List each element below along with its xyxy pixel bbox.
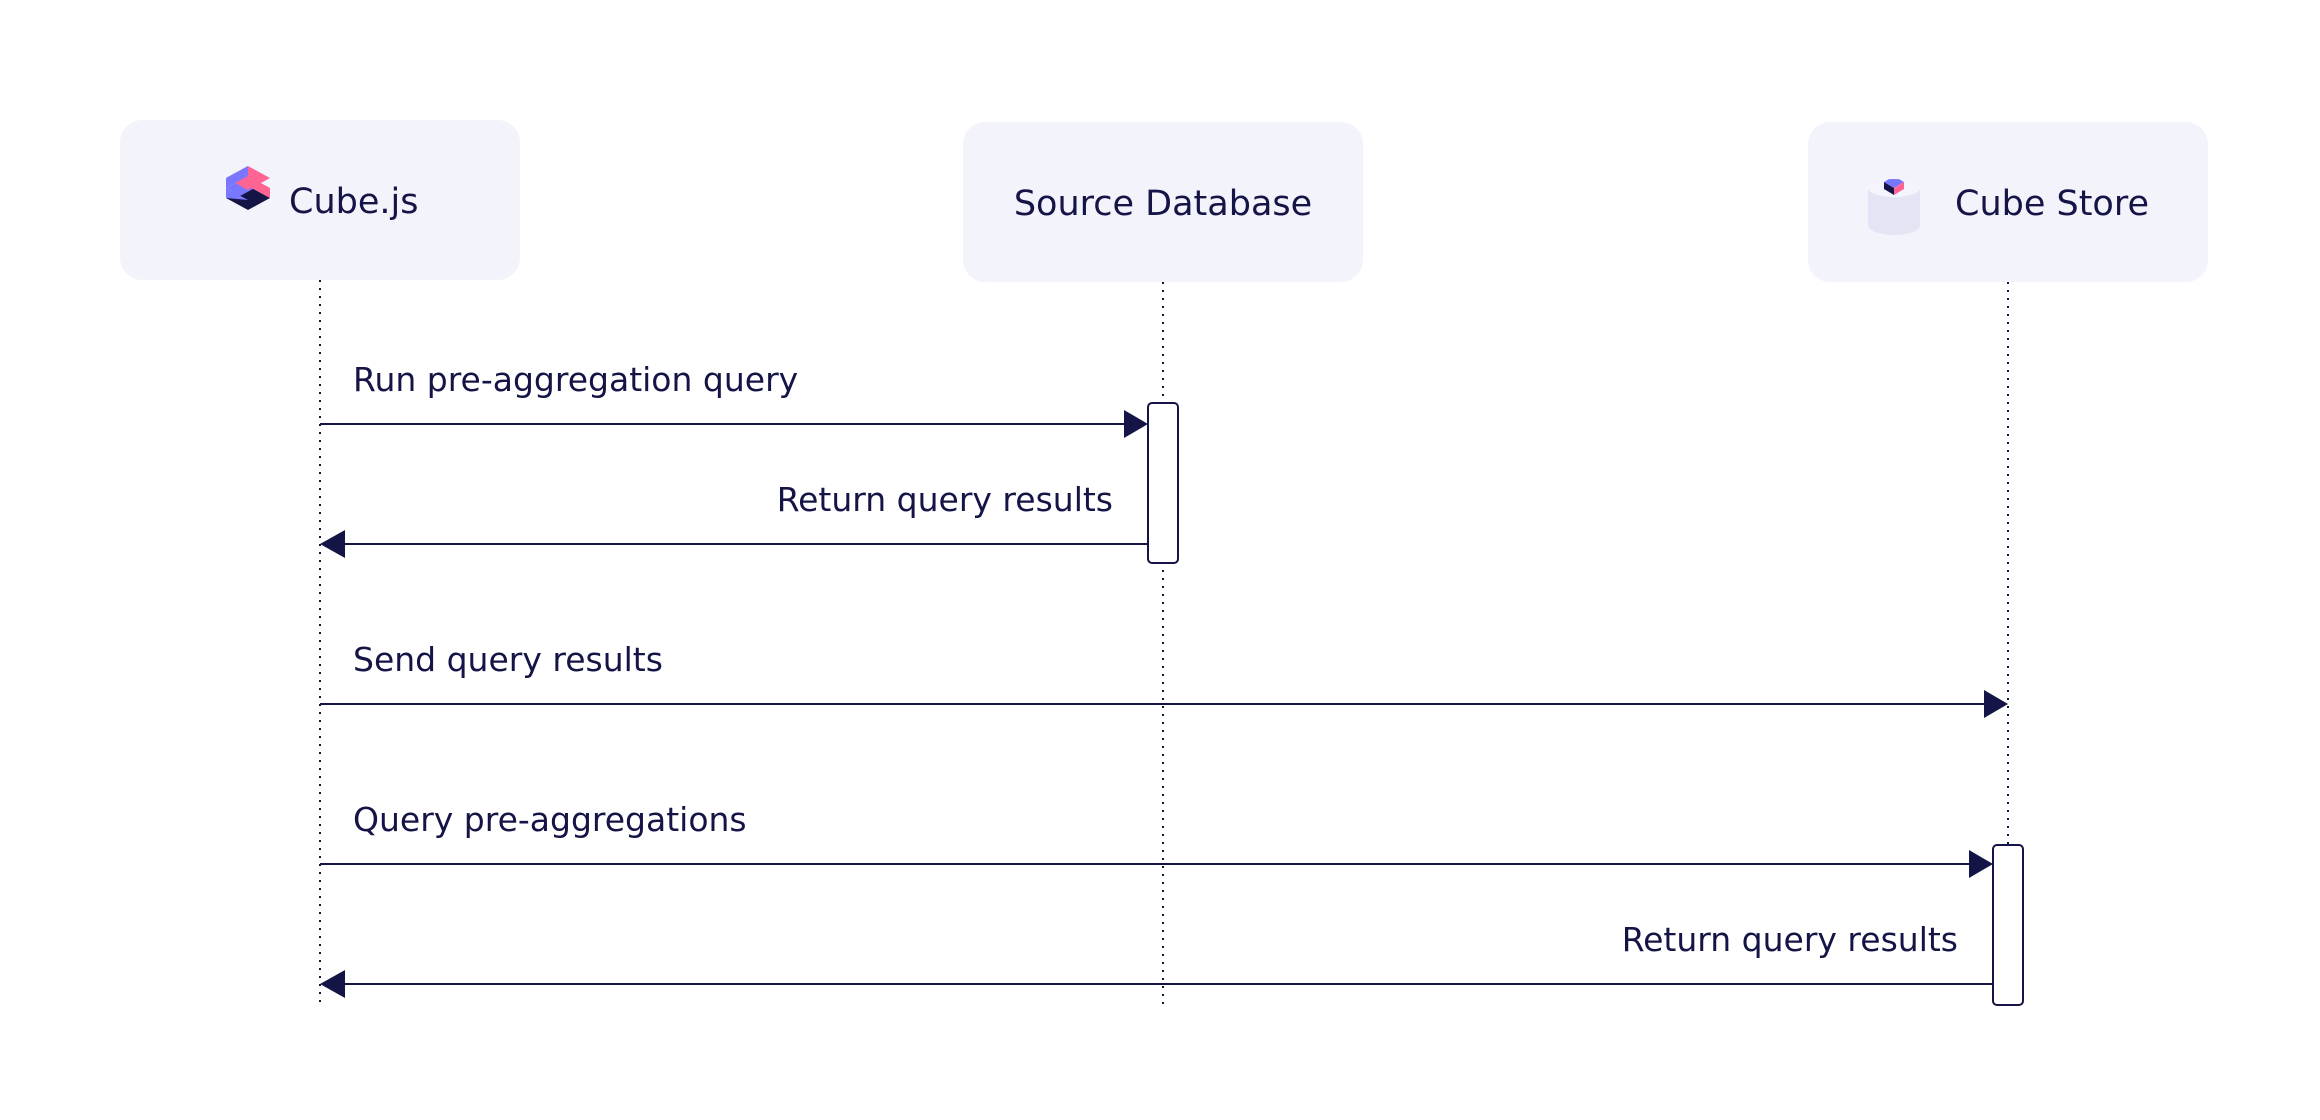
participant-cube-store: Cube Store bbox=[1808, 122, 2208, 282]
message-return-query-results-store: Return query results bbox=[320, 920, 1993, 998]
message-label: Send query results bbox=[353, 640, 663, 679]
message-label: Query pre-aggregations bbox=[353, 800, 747, 839]
message-query-pre-aggregations: Query pre-aggregations bbox=[320, 800, 1993, 878]
arrowhead-right bbox=[1124, 410, 1148, 438]
activation-cube-store bbox=[1992, 844, 2024, 1006]
arrowhead-left bbox=[320, 970, 345, 998]
cubejs-logo-icon bbox=[226, 166, 270, 210]
message-label: Return query results bbox=[1622, 920, 1958, 959]
activation-source-db bbox=[1147, 402, 1179, 564]
participant-cubejs: Cube.js bbox=[120, 120, 520, 280]
participant-label-cube-store: Cube Store bbox=[1955, 184, 2149, 224]
arrowhead-left bbox=[320, 530, 345, 558]
message-send-query-results: Send query results bbox=[320, 640, 2008, 718]
participant-source-db: Source Database bbox=[963, 122, 1363, 282]
participant-label-source-db: Source Database bbox=[1014, 184, 1312, 224]
arrowhead-right bbox=[1984, 690, 2008, 718]
message-label: Run pre-aggregation query bbox=[353, 360, 798, 399]
message-run-pre-aggregation-query: Run pre-aggregation query bbox=[320, 360, 1148, 438]
message-label: Return query results bbox=[777, 480, 1113, 519]
cube-store-icon bbox=[1868, 179, 1920, 235]
participant-label-cubejs: Cube.js bbox=[289, 182, 418, 222]
arrowhead-right bbox=[1969, 850, 1993, 878]
message-return-query-results-db: Return query results bbox=[320, 480, 1148, 558]
